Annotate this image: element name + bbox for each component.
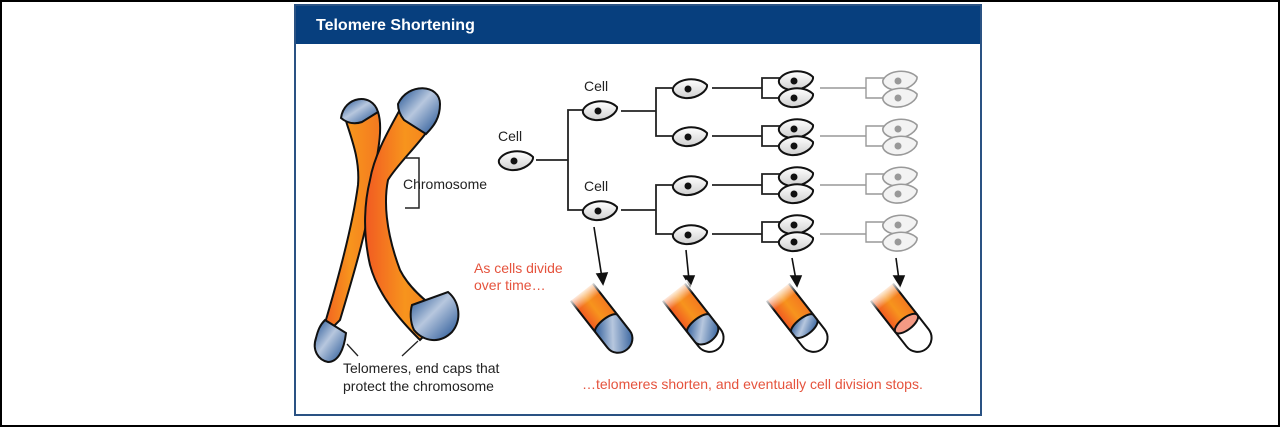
chromosome-tip-stage-4 (866, 279, 933, 353)
cell-gen5-faded (882, 135, 918, 156)
telomere-top-right (396, 87, 442, 136)
chromosome-tip-stage-1 (566, 279, 634, 354)
shorten-label: …telomeres shorten, and eventually cell … (582, 376, 923, 392)
chromosome-tips (566, 279, 933, 354)
cell-gen3 (671, 175, 709, 197)
cell-bottom-label: Cell (584, 178, 608, 194)
cell-gen3 (671, 78, 709, 100)
tip-fade (762, 279, 800, 313)
cell-gen3 (671, 224, 709, 246)
diagram-title: Telomere Shortening (316, 17, 475, 34)
cell-gen4 (777, 214, 815, 236)
cell-gen4 (777, 135, 815, 157)
chromosome (313, 87, 460, 364)
telomere-leader-right (401, 340, 419, 357)
cell-gen5-faded (882, 214, 918, 235)
telomere-top-left (339, 98, 380, 125)
telomeres-label-line1: Telomeres, end caps that (343, 360, 500, 376)
cell-top-label: Cell (584, 78, 608, 94)
cell-gen2-bottom (581, 200, 619, 222)
tip-fade (866, 279, 904, 313)
cell-gen4 (777, 231, 815, 253)
tip-telomere-cap (893, 312, 920, 335)
cell-gen5-faded (882, 70, 918, 91)
cell-gen5-faded (882, 118, 918, 139)
telomere-bottom-right (409, 290, 460, 341)
chromosome-tip-stage-2 (658, 279, 725, 353)
cell-gen4 (777, 118, 815, 140)
telomeres-label-line2: protect the chromosome (343, 378, 494, 394)
tip-telomere-cap (790, 313, 819, 339)
cell-gen4 (777, 166, 815, 188)
chromosome-label: Chromosome (403, 176, 487, 192)
cell-gen2-top (581, 100, 619, 122)
title-bar: Telomere Shortening (296, 6, 980, 44)
cell-root (497, 150, 535, 172)
cell-root-label: Cell (498, 128, 522, 144)
tip-fade (658, 279, 696, 313)
cell-gen4 (777, 183, 815, 205)
tip-fade (566, 279, 604, 313)
cell-gen5-faded (882, 166, 918, 187)
tip-telomere-cap (686, 313, 720, 346)
chromosome-bracket (405, 157, 420, 209)
chromosome-tip-stage-3 (762, 279, 829, 353)
divide-label-line1: As cells divide (474, 260, 563, 276)
tip-telomere-cap (594, 313, 634, 354)
divide-label-line2: over time… (474, 277, 546, 293)
cell-division-tree (536, 77, 780, 243)
cell-gen4 (777, 87, 815, 109)
cell-gen5-faded (882, 231, 918, 252)
cell-gen5-faded (882, 183, 918, 204)
faded-tree (820, 77, 884, 243)
telomere-leader-left (346, 343, 359, 357)
cell-gen5-faded (882, 87, 918, 108)
telomere-bottom-left (313, 318, 348, 364)
cell-gen4 (777, 70, 815, 92)
arrows (593, 226, 906, 288)
cell-gen3 (671, 126, 709, 148)
